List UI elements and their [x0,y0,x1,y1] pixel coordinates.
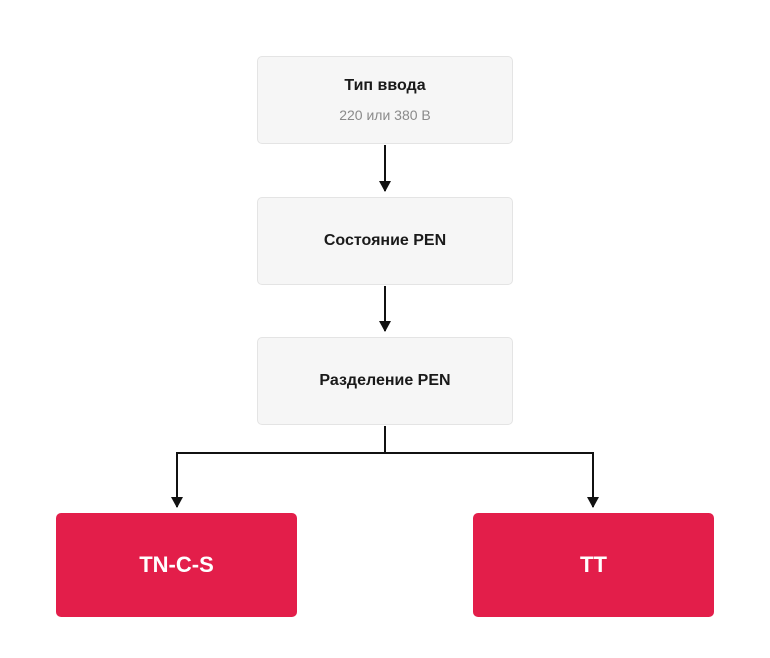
node-input-type-title: Тип ввода [344,77,426,94]
node-pen-split: Разделение PEN [257,337,513,425]
arrowhead-tt [587,497,599,508]
node-tt: TT [473,513,714,617]
node-tn-c-s-title: TN-C-S [139,552,214,577]
node-input-type: Тип ввода 220 или 380 В [257,56,513,144]
node-pen-state-title: Состояние PEN [323,232,447,249]
node-input-type-subtitle: 220 или 380 В [339,107,431,123]
node-pen-state: Состояние PEN [257,197,513,285]
node-pen-split-title: Разделение PEN [319,372,451,389]
arrowhead-pen-state [379,181,391,192]
node-tt-title: TT [580,552,607,577]
arrowhead-tncs [171,497,183,508]
node-tn-c-s: TN-C-S [56,513,297,617]
arrowhead-pen-split [379,321,391,332]
